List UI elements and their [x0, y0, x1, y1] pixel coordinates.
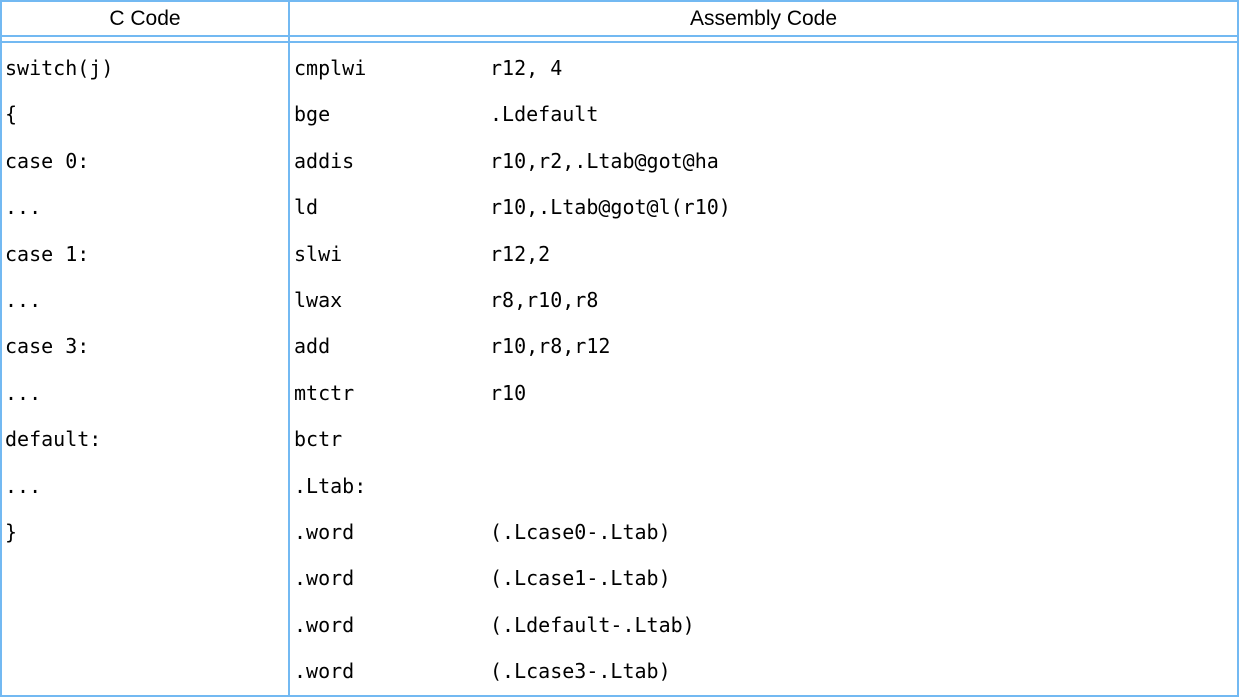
asm-operand: r10 [490, 380, 527, 405]
c-code-line: default: [5, 427, 102, 452]
asm-mnemonic: add [294, 334, 331, 359]
asm-operand: r10,r8,r12 [490, 334, 611, 359]
asm-line: .word (.Ldefault-.Ltab) [294, 602, 1237, 648]
table-header-row: C Code Assembly Code [2, 2, 1237, 37]
asm-line: addis r10,r2,.Ltab@got@ha [294, 138, 1237, 184]
asm-line: .word (.Lcase0-.Ltab) [294, 509, 1237, 555]
asm-operand: r10,r2,.Ltab@got@ha [490, 148, 719, 173]
asm-mnemonic: addis [294, 148, 355, 173]
asm-line: .word (.Lcase3-.Ltab) [294, 648, 1237, 694]
asm-operand: (.Lcase1-.Ltab) [490, 566, 671, 591]
c-code-line: ... [5, 380, 42, 405]
asm-line: bge .Ldefault [294, 91, 1237, 137]
c-code-line: switch(j) [5, 56, 114, 80]
asm-mnemonic: .word [294, 659, 355, 684]
asm-mnemonic: slwi [294, 241, 343, 266]
asm-line: mtctr r10 [294, 370, 1237, 416]
asm-mnemonic: .word [294, 519, 355, 544]
header-body-gap [2, 37, 1237, 41]
asm-line: slwi r12,2 [294, 231, 1237, 277]
asm-mnemonic: cmplwi [294, 56, 367, 80]
c-code-column: switch(j) { case 0: ... case 1: ... case… [2, 45, 288, 694]
asm-operand: (.Lcase0-.Ltab) [490, 519, 671, 544]
asm-operand: (.Ldefault-.Ltab) [490, 612, 695, 637]
c-code-line: ... [5, 195, 42, 220]
asm-mnemonic: ld [294, 195, 319, 220]
header-c-code: C Code [109, 6, 181, 30]
c-code-line: } [5, 519, 18, 544]
c-code-line: case 0: [5, 148, 90, 173]
asm-mnemonic: mtctr [294, 380, 355, 405]
column-divider [288, 2, 290, 695]
assembly-code-column: cmplwi r12, 4 bge .Ldefault addis r10,r2,.L… [290, 45, 1237, 694]
c-code-line: case 3: [5, 334, 90, 359]
asm-operand: r10,.Ltab@got@l(r10) [490, 195, 731, 220]
c-code-line: ... [5, 473, 42, 498]
asm-line: .Ltab: [294, 463, 1237, 509]
header-assembly-code: Assembly Code [689, 6, 838, 30]
asm-operand: (.Lcase3-.Ltab) [490, 659, 671, 684]
asm-operand: r12,2 [490, 241, 551, 266]
asm-line: .word (.Lcase1-.Ltab) [294, 555, 1237, 601]
asm-mnemonic: .word [294, 566, 355, 591]
asm-mnemonic: bge [294, 102, 331, 127]
asm-line: cmplwi r12, 4 [294, 45, 1237, 91]
asm-line: bctr [294, 416, 1237, 462]
asm-operand: r12, 4 [490, 56, 563, 80]
c-code-line: ... [5, 287, 42, 312]
asm-mnemonic: .Ltab: [294, 473, 367, 498]
asm-mnemonic: .word [294, 612, 355, 637]
asm-mnemonic: bctr [294, 427, 343, 452]
asm-line: add r10,r8,r12 [294, 323, 1237, 369]
asm-operand: r8,r10,r8 [490, 287, 599, 312]
c-code-line: case 1: [5, 241, 90, 266]
table-body: switch(j) { case 0: ... case 1: ... case… [2, 41, 1237, 694]
asm-line: lwax r8,r10,r8 [294, 277, 1237, 323]
asm-mnemonic: lwax [294, 287, 343, 312]
asm-operand: .Ldefault [490, 102, 599, 127]
c-code-line: { [5, 102, 18, 127]
asm-line: ld r10,.Ltab@got@l(r10) [294, 184, 1237, 230]
